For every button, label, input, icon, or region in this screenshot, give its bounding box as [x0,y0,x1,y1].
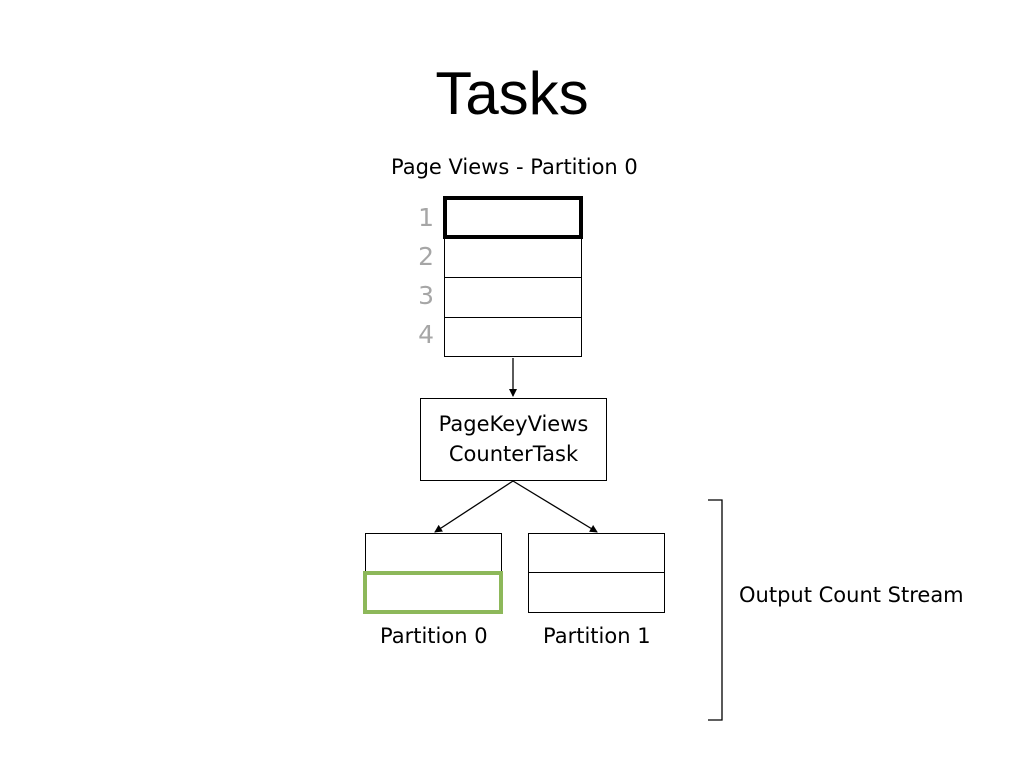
row-number-4: 4 [418,320,434,349]
task-name-line1: PageKeyViews [438,412,589,436]
task-name-line2: CounterTask [448,442,579,466]
partition-0-cell-2-written [363,571,503,614]
arrow-task-to-partition-0 [434,480,514,533]
partition-0-label: Partition 0 [380,624,488,648]
task-box: PageKeyViews CounterTask [420,398,607,481]
row-number-3: 3 [418,281,434,310]
arrow-task-to-partition-1 [512,480,598,533]
input-cell-1-current [443,196,583,239]
partition-1-label: Partition 1 [543,624,651,648]
row-number-2: 2 [418,242,434,271]
slide-title: Tasks [435,60,589,127]
input-stream-label: Page Views - Partition 0 [391,155,638,179]
input-cell-4 [444,317,582,357]
row-number-1: 1 [418,203,434,232]
input-cell-3 [444,277,582,318]
partition-1-cell-1 [528,533,665,574]
partition-0-cell-1 [365,533,502,574]
output-stream-bracket [708,499,723,721]
output-stream-label: Output Count Stream [739,583,964,607]
partition-1-cell-2 [528,572,665,613]
